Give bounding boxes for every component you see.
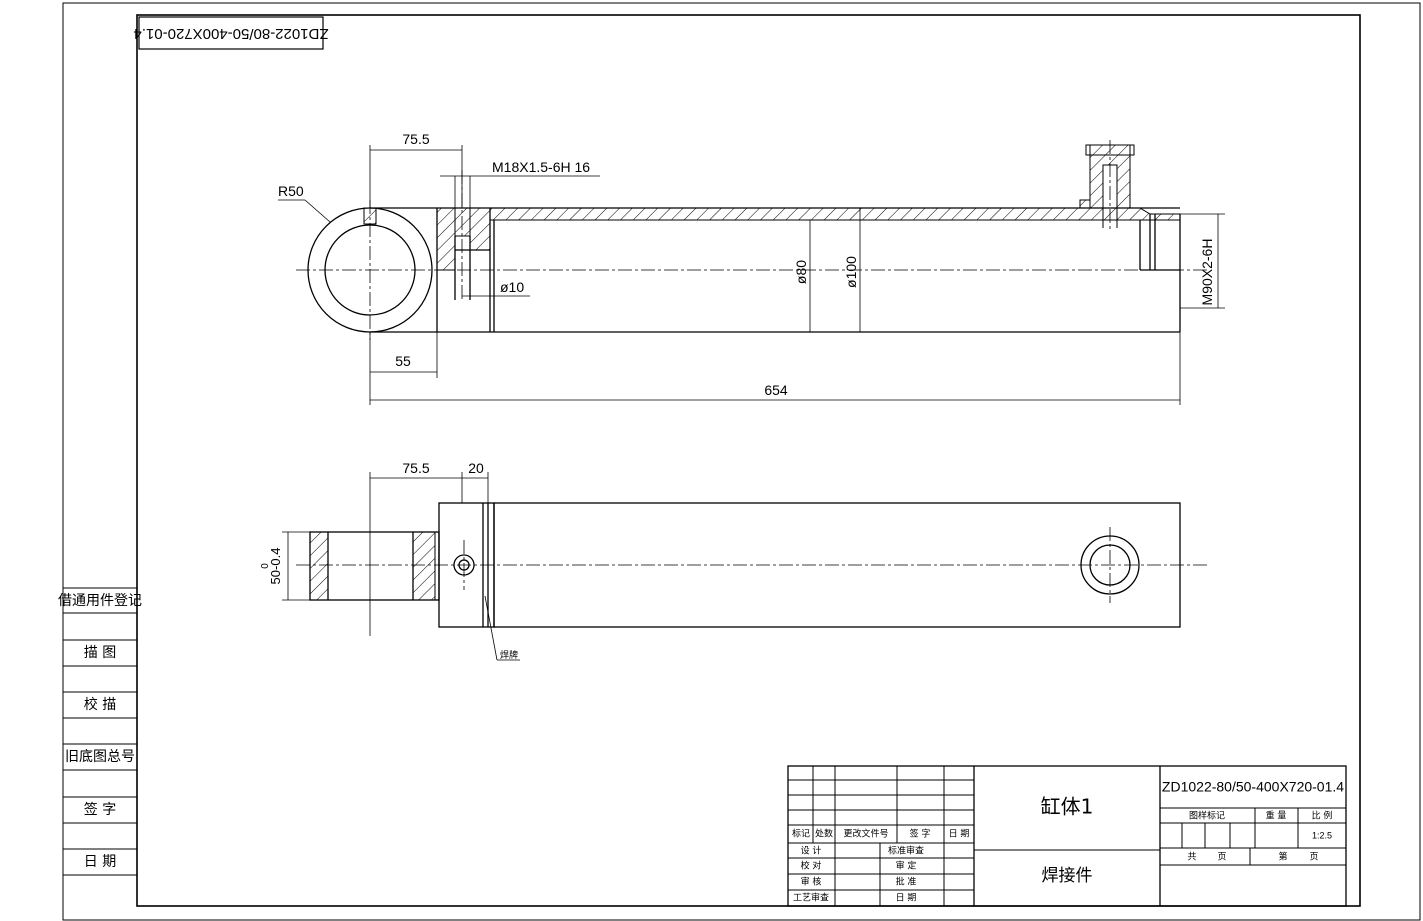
dim-654: 654 xyxy=(764,382,788,398)
top-view: 75.5 M18X1.5-6H 16 R50 55 654 ø80 ø100 ø… xyxy=(278,131,1225,405)
header-weight: 重 量 xyxy=(1266,810,1287,822)
role-date: 日 期 xyxy=(896,893,917,904)
dim-75-5-bottom: 75.5 xyxy=(402,460,429,476)
dim-tolerance-upper: 0 xyxy=(260,563,271,569)
side-item-old-number: 旧底图总号 xyxy=(65,749,135,765)
dim-thread-port: M18X1.5-6H 16 xyxy=(492,159,590,175)
header-marking: 图样标记 xyxy=(1189,810,1225,822)
side-item-check-trace: 校 描 xyxy=(84,696,116,713)
role-review: 审 核 xyxy=(801,876,822,888)
role-standard: 标准审查 xyxy=(888,845,924,857)
rev-header-count: 处数 xyxy=(815,828,833,840)
stamp-code: ZD1022-80/50-400X720-01.4 xyxy=(133,25,328,42)
end-cap-hatch xyxy=(436,207,456,271)
dim-radius: R50 xyxy=(278,183,304,199)
part-type: 焊接件 xyxy=(1042,866,1093,886)
side-item-signature: 签 字 xyxy=(84,801,116,818)
sheet-number-unit: 页 xyxy=(1309,852,1318,863)
tube-wall-hatch xyxy=(489,199,1181,221)
role-check: 校 对 xyxy=(801,860,822,872)
role-design: 设 计 xyxy=(801,845,822,857)
header-scale: 比 例 xyxy=(1312,810,1333,822)
dim-20: 20 xyxy=(468,460,484,476)
stamp-box: ZD1022-80/50-400X720-01.4 xyxy=(133,16,329,50)
dim-thread-end: M90X2-6H xyxy=(1199,239,1215,306)
sheet-number-label: 第 xyxy=(1278,851,1287,863)
role-approve: 批 准 xyxy=(896,876,917,888)
sheets-total-unit: 页 xyxy=(1217,852,1226,863)
dim-55: 55 xyxy=(395,353,411,369)
dim-width: 50-0.4 xyxy=(268,548,283,585)
weld-note: 焊牌 xyxy=(500,649,518,661)
rev-header-date: 日 期 xyxy=(949,829,970,840)
drawing-number: ZD1022-80/50-400X720-01.4 xyxy=(1162,779,1344,795)
rev-header-doc: 更改文件号 xyxy=(843,828,888,840)
dimension-texts-top: 75.5 M18X1.5-6H 16 R50 55 654 ø80 ø100 ø… xyxy=(278,131,1215,398)
dim-dia-80: ø80 xyxy=(793,260,809,284)
dim-75-5-top: 75.5 xyxy=(402,131,429,147)
scale-value: 1:2.5 xyxy=(1312,830,1332,840)
bottom-view: 75.5 20 0 50-0.4 焊牌 xyxy=(260,460,1210,661)
sheet-frame xyxy=(62,2,1421,921)
side-item-trace: 描 图 xyxy=(84,645,116,661)
role-approve-set: 审 定 xyxy=(896,860,917,872)
rev-header-mark: 标记 xyxy=(792,828,810,840)
dim-dia-100: ø100 xyxy=(843,256,859,288)
side-item-register: 借通用件登记 xyxy=(58,593,142,609)
part-name: 缸体1 xyxy=(1041,795,1094,819)
rev-header-sign: 签 字 xyxy=(910,828,931,840)
side-item-date: 日 期 xyxy=(84,854,116,870)
dim-dia-10: ø10 xyxy=(500,279,524,295)
sheets-total-label: 共 xyxy=(1187,852,1196,863)
title-block: 缸体1 焊接件 ZD1022-80/50-400X720-01.4 标记 处数 … xyxy=(787,765,1347,907)
dimension-texts-bottom: 75.5 20 0 50-0.4 焊牌 xyxy=(260,460,518,661)
side-panel: 借通用件登记 描 图 校 描 旧底图总号 签 字 日 期 xyxy=(58,587,142,876)
role-process: 工艺审查 xyxy=(793,892,829,904)
